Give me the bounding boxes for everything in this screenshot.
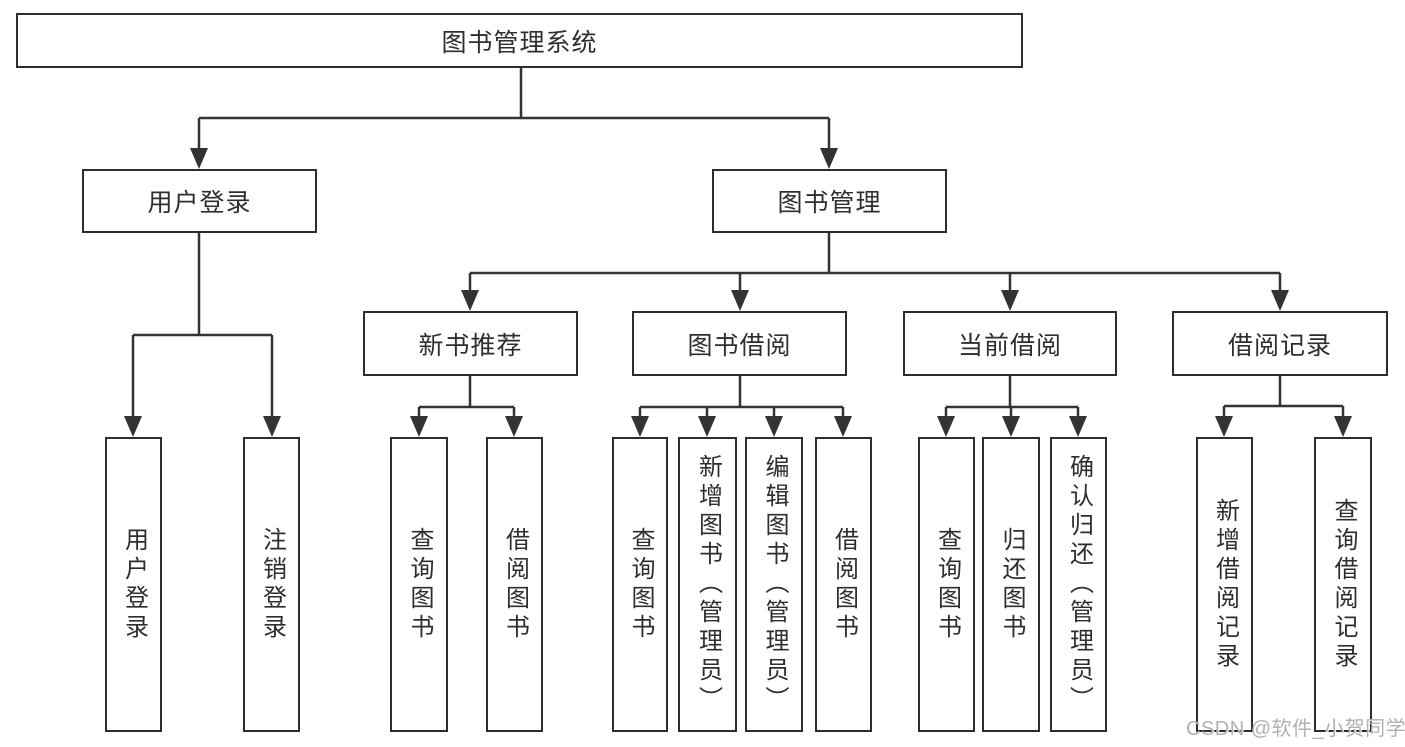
node-book-borrowing: 图书借阅 [632,311,847,376]
leaf-user-login: 用户登录 [105,437,162,732]
watermark: CSDN @软件_小贺同学 [1186,718,1405,740]
leaf-add-books-admin: 新增图书（管理员） [678,437,737,732]
leaf-logout: 注销登录 [243,437,300,732]
leaf-edit-books-admin: 编辑图书（管理员） [745,437,803,732]
node-book-management: 图书管理 [712,169,947,233]
leaf-query-books-borrowing: 查询图书 [612,437,668,732]
node-new-book-recommend: 新书推荐 [363,311,578,376]
node-root: 图书管理系统 [16,13,1023,68]
node-current-borrowing: 当前借阅 [903,311,1117,376]
leaf-add-borrow-record: 新增借阅记录 [1196,437,1253,732]
leaf-confirm-return-admin: 确认归还（管理员） [1050,437,1107,732]
node-borrowing-records: 借阅记录 [1172,311,1388,376]
leaf-query-borrow-record: 查询借阅记录 [1314,437,1372,732]
leaf-return-books: 归还图书 [982,437,1040,732]
node-user-login: 用户登录 [82,169,317,233]
leaf-borrow-books-recommend: 借阅图书 [486,437,543,732]
leaf-borrow-books-borrowing: 借阅图书 [815,437,872,732]
leaf-query-books-recommend: 查询图书 [390,437,448,732]
leaf-query-books-current: 查询图书 [918,437,975,732]
arrowheads [124,148,1352,437]
